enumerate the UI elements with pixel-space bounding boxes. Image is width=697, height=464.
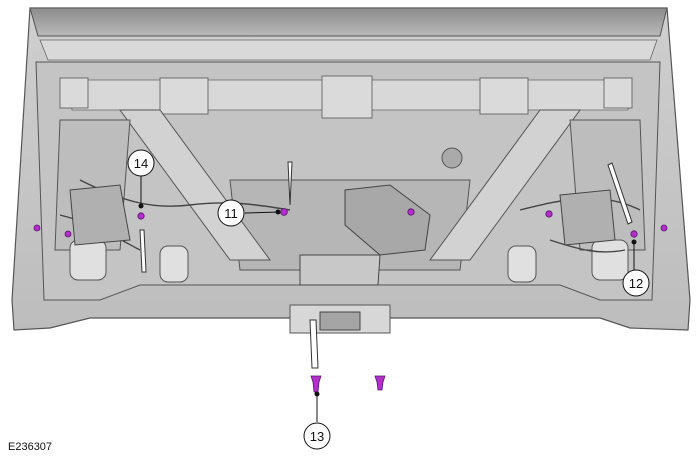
callout-leaders [138, 176, 637, 422]
fastener-right-edge [660, 224, 668, 232]
fastener-11 [280, 208, 288, 216]
mounting-ports [69, 147, 629, 283]
callout-12-label: 12 [629, 276, 643, 291]
callout-11-label: 11 [224, 206, 238, 221]
callout-13: 13 [303, 422, 331, 450]
callout-11: 11 [217, 199, 245, 227]
fastener-left-module [64, 230, 72, 238]
fastener-left-edge [33, 224, 41, 232]
fastener-actuator [407, 208, 415, 216]
fasteners [33, 208, 668, 393]
latch-actuator [299, 184, 431, 286]
callout-14: 14 [127, 149, 155, 177]
fastener-right-module [545, 210, 553, 218]
figure-id: E236307 [8, 441, 53, 453]
side-modules [69, 184, 616, 246]
callout-12: 12 [622, 269, 650, 297]
direction-arrows [139, 161, 633, 369]
fastener-12 [630, 230, 638, 238]
bolt-13 [310, 375, 322, 393]
callout-13-label: 13 [310, 429, 324, 444]
bolt-loose [374, 375, 386, 391]
lower-striker [289, 304, 391, 334]
fastener-14 [137, 212, 145, 220]
callout-14-label: 14 [134, 156, 148, 171]
